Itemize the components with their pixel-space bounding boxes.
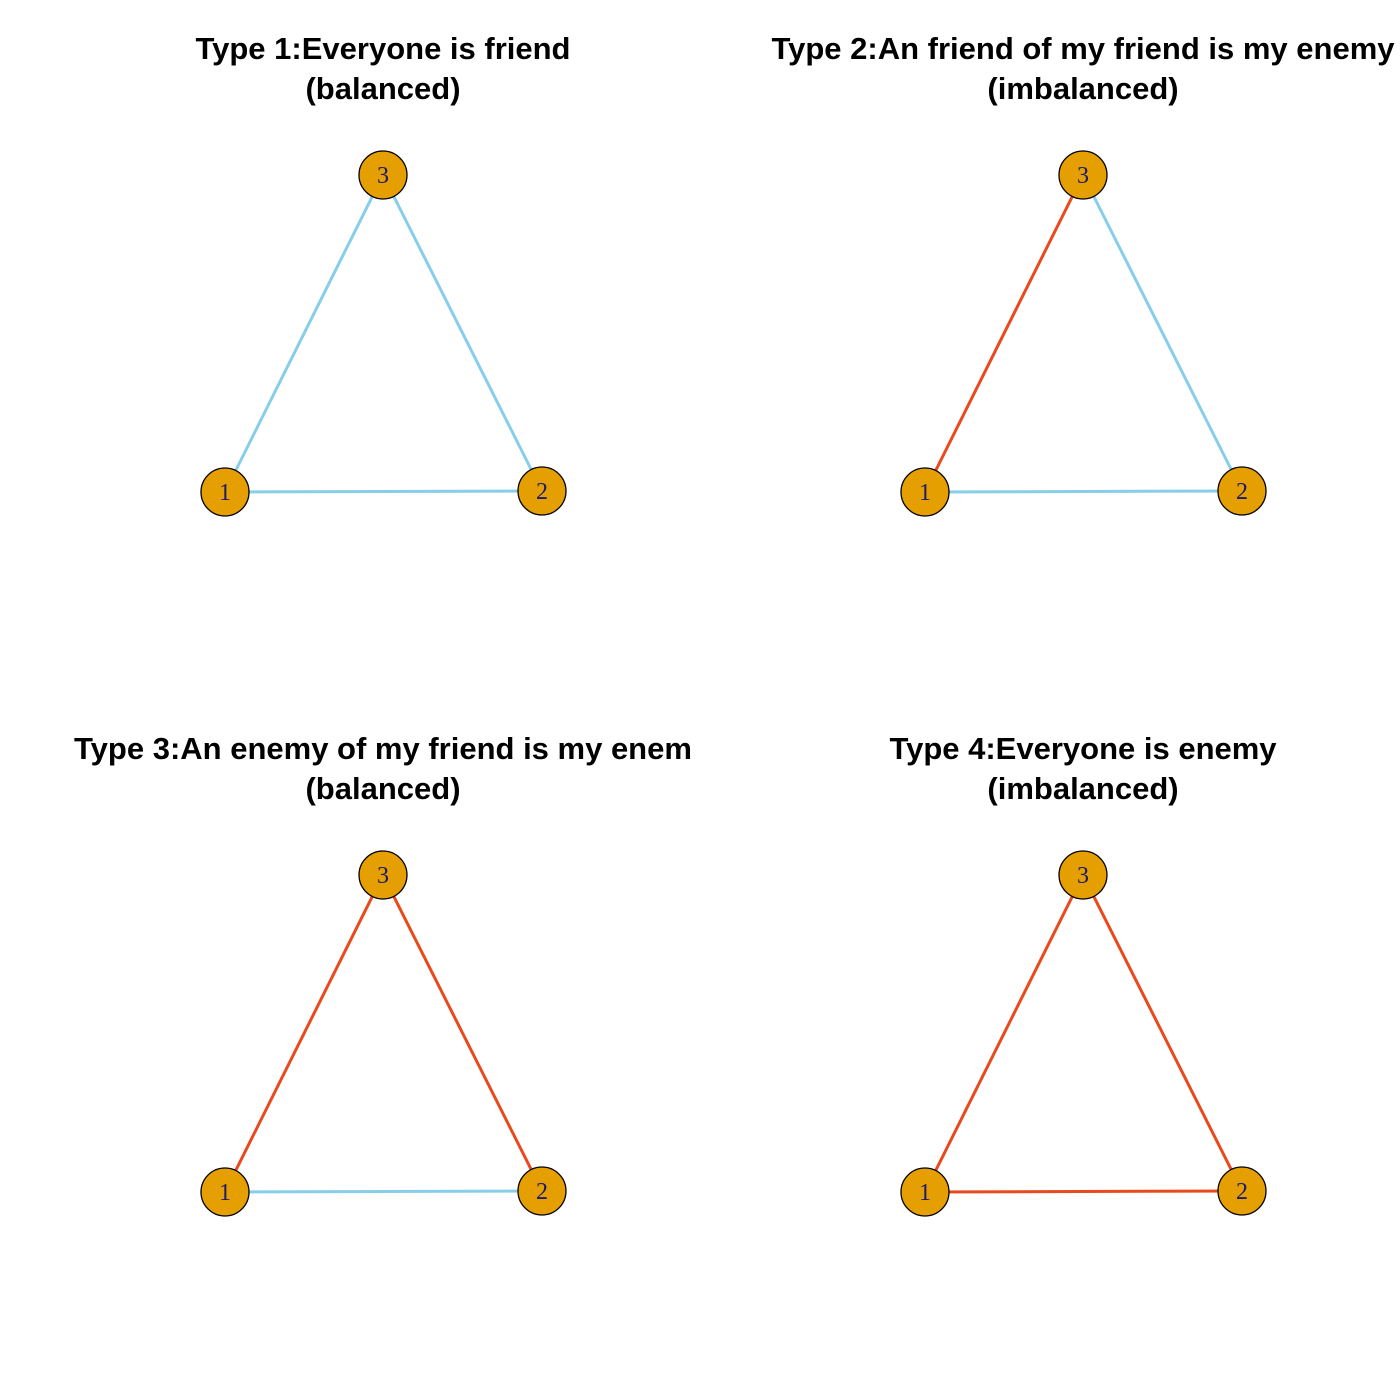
node-3 bbox=[1058, 150, 1108, 200]
node-label-3: 3 bbox=[1077, 163, 1089, 189]
panel-title-line1: Type 4:Everyone is enemy bbox=[889, 731, 1277, 766]
node-label-1: 1 bbox=[219, 480, 231, 506]
node-label-3: 3 bbox=[377, 163, 389, 189]
node-3 bbox=[358, 150, 408, 200]
edge-1-2-friend bbox=[224, 1189, 543, 1194]
edge-2-3-friend bbox=[381, 174, 544, 492]
edge-2-3-friend bbox=[1081, 174, 1244, 492]
node-label-2: 2 bbox=[1236, 479, 1248, 505]
node-1 bbox=[200, 1167, 250, 1217]
edge-1-2-enemy bbox=[924, 1189, 1243, 1194]
node-2 bbox=[1217, 1166, 1267, 1216]
panel-title-line1: Type 1:Everyone is friend bbox=[196, 31, 571, 66]
panel-title-line2: (balanced) bbox=[305, 71, 460, 106]
edge-1-2-friend bbox=[224, 489, 543, 494]
node-1 bbox=[200, 467, 250, 517]
triad-panel-2: Type 2:An friend of my friend is my enem… bbox=[771, 31, 1395, 517]
triad-panel-4: Type 4:Everyone is enemy (imbalanced) 1 2 3 bbox=[889, 731, 1277, 1217]
panel-title-line2: (imbalanced) bbox=[987, 771, 1178, 806]
edge-1-2-friend bbox=[924, 489, 1243, 494]
edge-1-3-enemy bbox=[923, 174, 1085, 493]
node-label-1: 1 bbox=[219, 1180, 231, 1206]
panel-title-line1: Type 3:An enemy of my friend is my enem bbox=[74, 731, 692, 766]
node-3 bbox=[358, 850, 408, 900]
panel-title-line2: (imbalanced) bbox=[987, 71, 1178, 106]
edge-2-3-enemy bbox=[381, 874, 544, 1192]
node-1 bbox=[900, 467, 950, 517]
node-2 bbox=[517, 466, 567, 516]
node-3 bbox=[1058, 850, 1108, 900]
triad-panel-3: Type 3:An enemy of my friend is my enem (… bbox=[74, 731, 692, 1217]
node-label-2: 2 bbox=[1236, 1179, 1248, 1205]
node-2 bbox=[1217, 466, 1267, 516]
node-label-3: 3 bbox=[377, 863, 389, 889]
node-label-1: 1 bbox=[919, 480, 931, 506]
node-label-2: 2 bbox=[536, 1179, 548, 1205]
node-1 bbox=[900, 1167, 950, 1217]
edge-1-3-friend bbox=[223, 174, 385, 493]
edge-1-3-enemy bbox=[923, 874, 1085, 1193]
node-2 bbox=[517, 1166, 567, 1216]
node-label-1: 1 bbox=[919, 1180, 931, 1206]
panel-title-line2: (balanced) bbox=[305, 771, 460, 806]
node-label-2: 2 bbox=[536, 479, 548, 505]
edge-2-3-enemy bbox=[1081, 874, 1244, 1192]
node-label-3: 3 bbox=[1077, 863, 1089, 889]
edge-1-3-enemy bbox=[223, 874, 385, 1193]
triad-panel-1: Type 1:Everyone is friend (balanced) 1 2 3 bbox=[196, 31, 571, 517]
panel-title-line1: Type 2:An friend of my friend is my enem… bbox=[771, 31, 1395, 66]
